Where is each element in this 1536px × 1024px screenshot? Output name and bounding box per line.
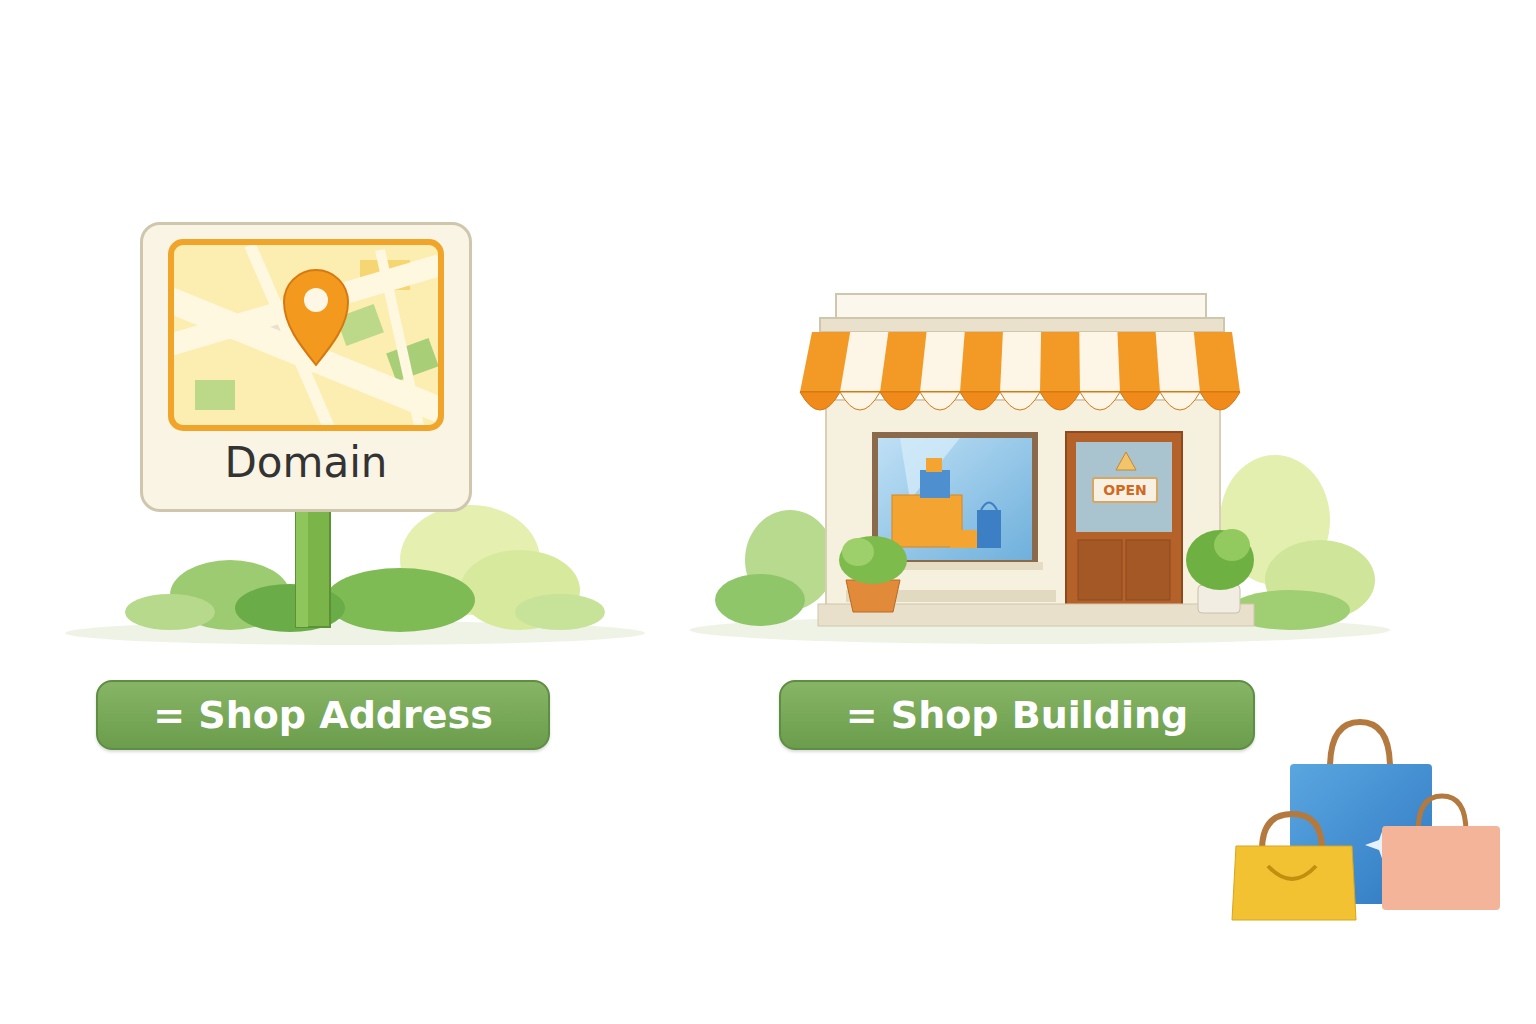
open-label: OPEN	[1103, 482, 1146, 498]
pill-label: = Shop Address	[153, 693, 493, 737]
open-sign: OPEN	[1092, 477, 1158, 503]
sign-post	[296, 505, 330, 627]
pill-label: = Shop Building	[846, 693, 1189, 737]
sign-post	[296, 505, 308, 627]
meaning-pill: = Shop Building	[779, 680, 1255, 750]
shop-building	[800, 294, 1254, 626]
domain-sign: Domain	[140, 222, 472, 512]
map	[170, 242, 441, 430]
bushes	[125, 505, 605, 632]
meaning-pill: = Shop Address	[96, 680, 550, 750]
sign-label: Domain	[225, 438, 388, 487]
shopping-bags	[1232, 722, 1500, 920]
sign-board	[141, 223, 471, 511]
